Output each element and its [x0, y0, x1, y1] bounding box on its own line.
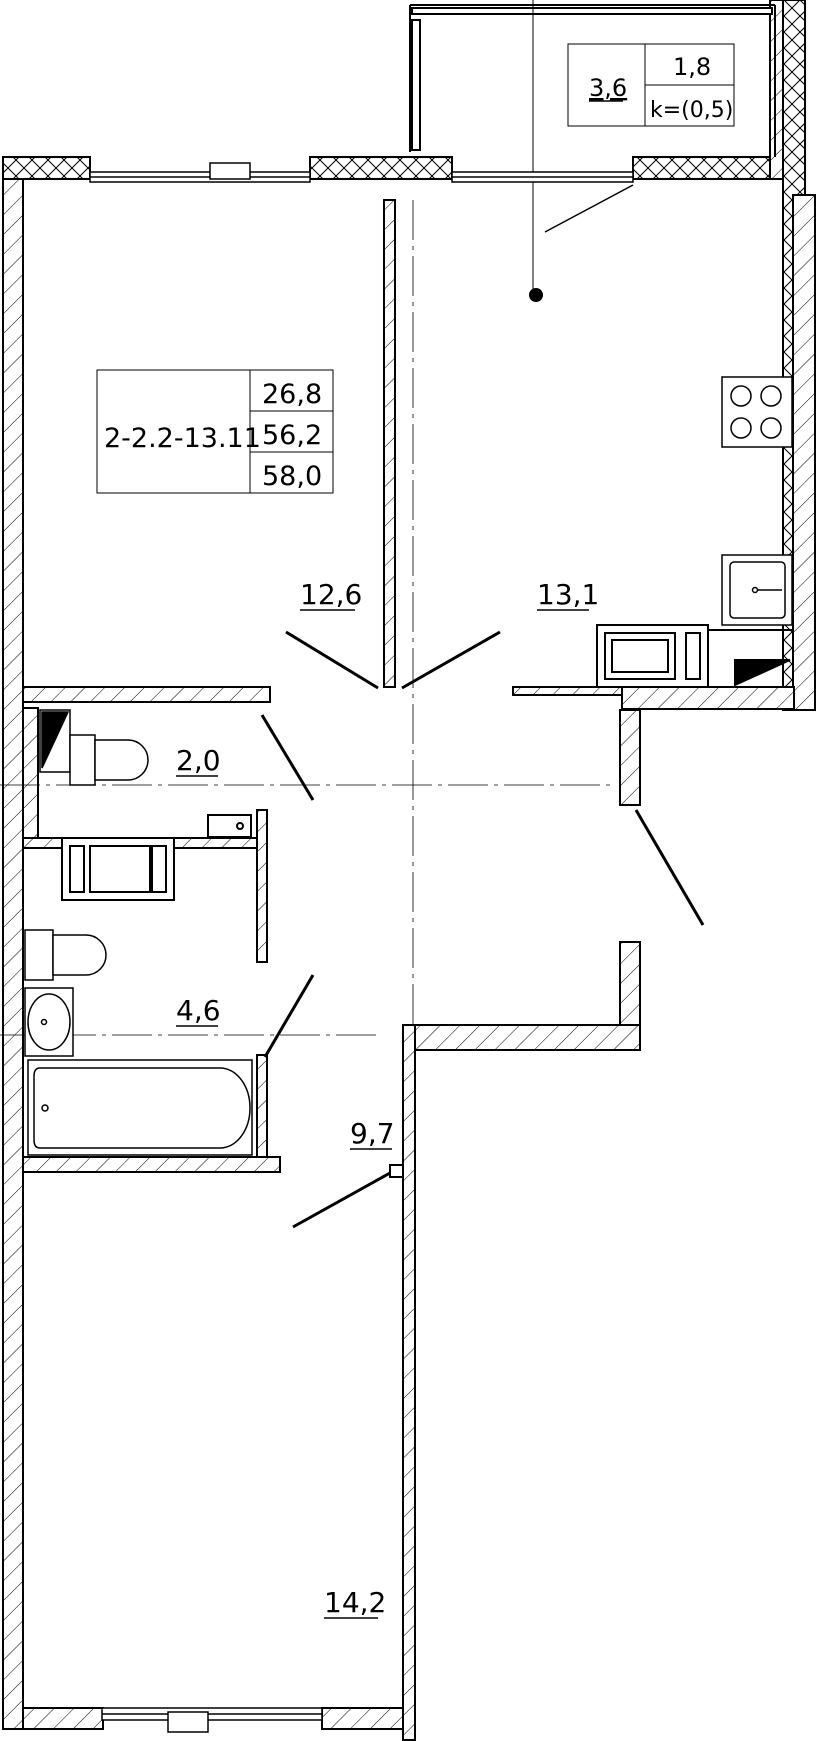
room-area-top-left: 12,6 — [300, 578, 362, 611]
washbasin-icon — [24, 987, 74, 1057]
balcony-area: 3,6 — [589, 74, 627, 102]
room-area-wc: 2,0 — [176, 744, 221, 777]
room-area-bathroom: 4,6 — [176, 994, 221, 1027]
stove-icon — [721, 376, 793, 448]
washing-machine-icon — [596, 624, 794, 688]
total-area: 56,2 — [262, 420, 322, 451]
apartment-info-table — [96, 369, 334, 494]
washing-machine-icon-2 — [61, 814, 252, 901]
balcony-reduced-area: 1,8 — [673, 53, 711, 81]
toilet-icon — [39, 709, 149, 786]
apartment-code: 2-2.2-13.11 — [104, 423, 261, 454]
axis-lines — [0, 200, 615, 1036]
bathtub-icon — [27, 1059, 253, 1156]
windows — [89, 162, 634, 1733]
room-labels: 12,6 13,1 2,0 4,6 9,7 14,2 — [176, 578, 599, 1619]
total-area-with-balcony: 58,0 — [262, 461, 322, 492]
room-area-hall: 9,7 — [350, 1117, 395, 1150]
toilet-icon-2 — [24, 929, 107, 981]
living-area: 26,8 — [262, 379, 322, 410]
doors — [260, 630, 705, 1229]
room-area-bottom: 14,2 — [324, 1586, 386, 1619]
balcony-coefficient: k=(0,5) — [650, 98, 733, 123]
sink-icon — [721, 554, 793, 626]
balcony-info-table — [567, 43, 735, 127]
room-area-kitchen: 13,1 — [537, 578, 599, 611]
balcony — [409, 0, 776, 302]
